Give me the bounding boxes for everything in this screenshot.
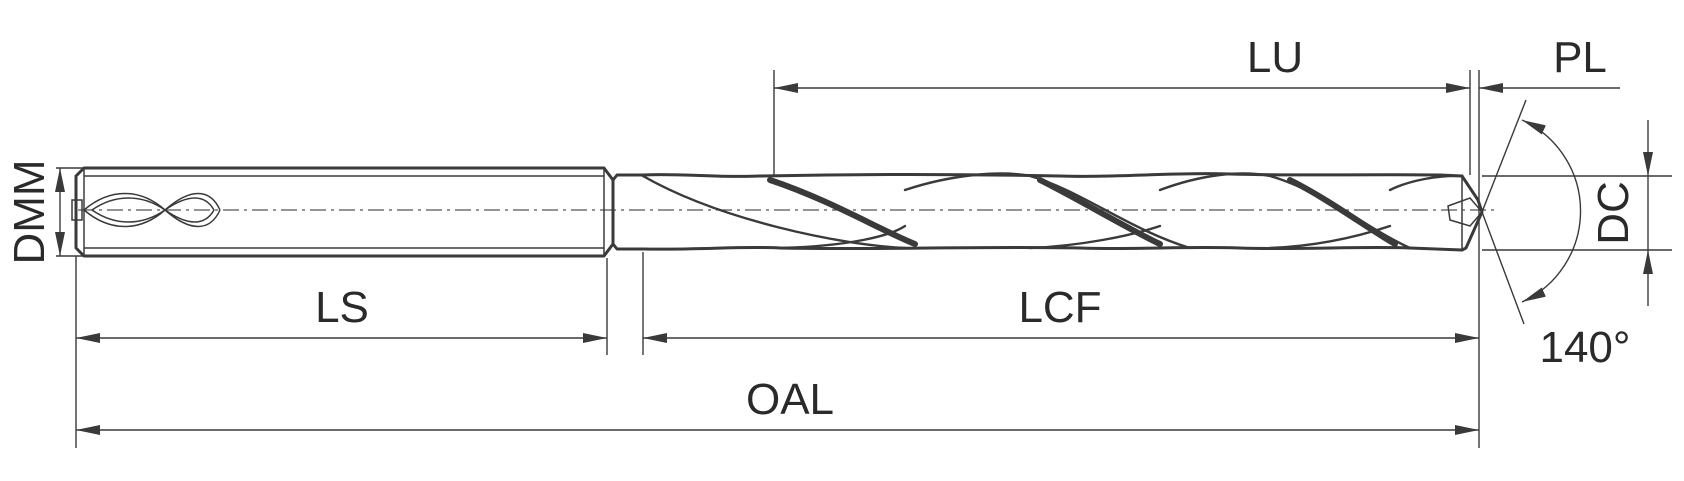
drill-point [1447, 174, 1484, 252]
extension-lines [56, 70, 1672, 448]
lu-label: LU [1247, 33, 1303, 82]
pl-label: PL [1553, 33, 1607, 82]
drill-flute-body [641, 172, 1464, 252]
lcf-label: LCF [1018, 283, 1101, 332]
angle-label: 140° [1539, 323, 1630, 372]
oal-label: OAL [746, 375, 834, 424]
dmm-label: DMM [5, 159, 54, 264]
drill-neck [611, 173, 645, 251]
ls-label: LS [315, 283, 369, 332]
dc-label: DC [1589, 181, 1638, 245]
point-angle-arc [1521, 119, 1582, 303]
drill-shank [71, 166, 615, 258]
